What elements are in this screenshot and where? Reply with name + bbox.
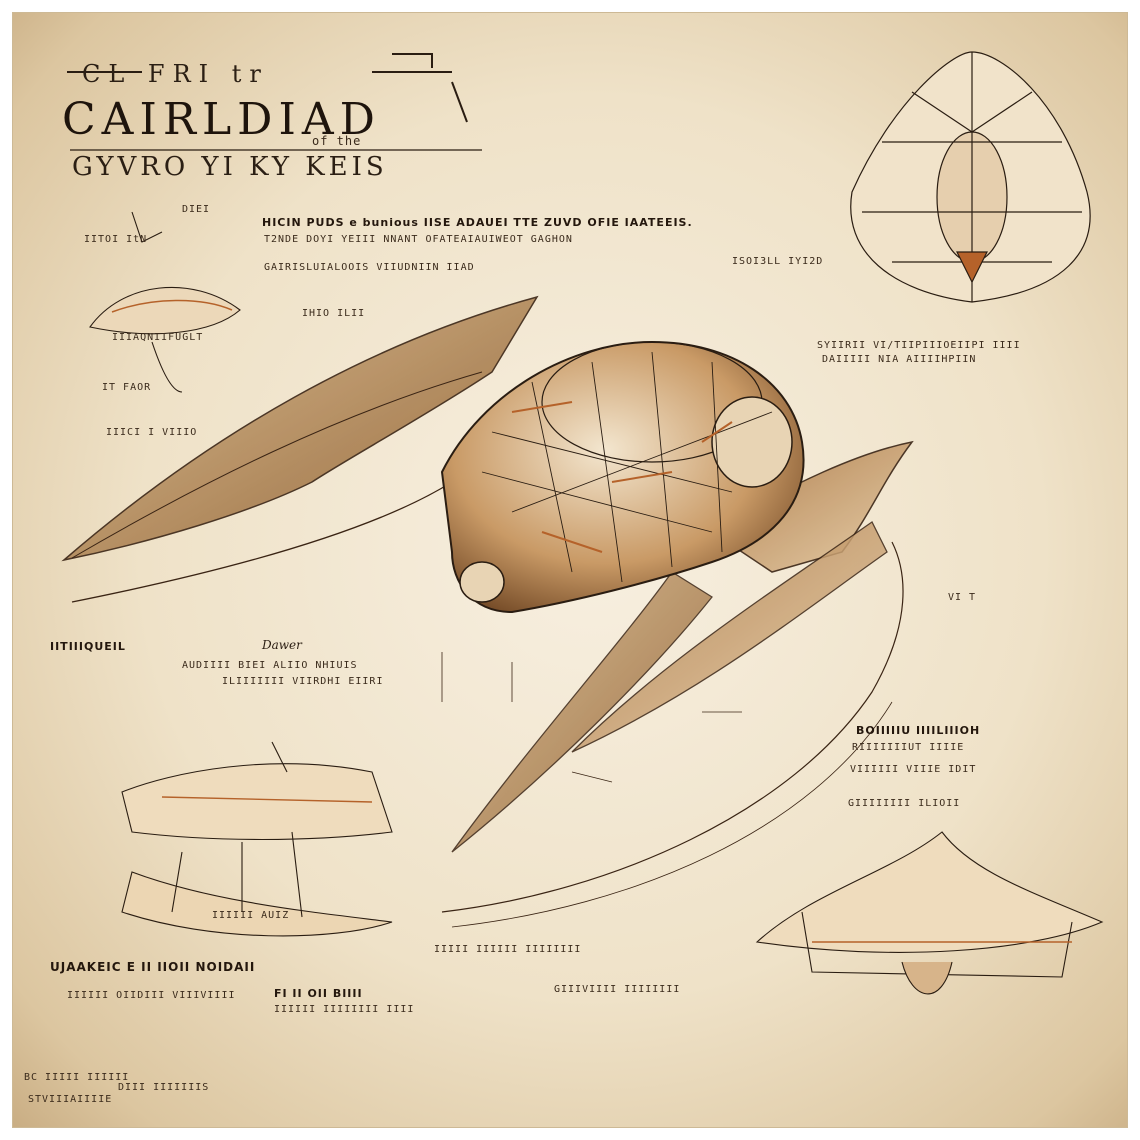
annotation-top-3: GAIRISLUIALOOIS VIIUDNIIN IIAD [264,262,475,273]
annotation-top-right-code: ISOI3LL IYI2D [732,256,824,267]
top-right-sketch [850,51,1091,303]
signature-line-1: BC IIIII IIIIII [24,1072,130,1083]
right-block-2: DAIIIII NIA AIIIIHPIIN [822,354,977,365]
label-left-1: DIEI [182,204,211,215]
label-left-3: IT FAOR [102,382,152,393]
bottom-center-1: FI II OII BIIII [274,987,363,1000]
bottom-left-line: IIIIII OIIDIII VIIIVIIII [67,990,236,1001]
bottom-left-sketch [121,741,393,937]
mid-left-heading: IITIIIQUEIL [50,640,126,653]
left-small-sketch [89,211,241,393]
annotation-top-2: T2NDE DOYI YEIII NNANT OFATEAIAUIWEOT GA… [264,234,573,245]
right-line-3: GIIIIIIII ILIOII [848,798,961,809]
bottom-left-label: IIIIII AUIZ [212,910,290,921]
label-left-6: IHIO ILII [302,308,366,319]
header-rules [67,53,482,151]
blueprint-drawing [61,51,1104,995]
poster-title: CAIRLDIAD [62,94,381,145]
right-line-2: VIIIIII VIIIE IDIT [850,764,977,775]
signature-line-2: STVIIIAIIIIE [28,1094,113,1105]
annotation-top-1: HICIN PUDS e bunious IISE ADAUEI TTE ZUV… [262,216,693,229]
label-left-2: IITOI ItN [84,234,148,245]
right-block-1: SYIIRII VI/TIIPIIIOEIIPI IIII [817,340,1021,351]
bottom-center-2: IIIIII IIIIIIII IIII [274,1004,415,1015]
bottom-right-sketch [755,831,1104,995]
bottom-mid-line: IIIII IIIIII IIIIIIII [434,944,582,955]
right-heading: BOIIIIIU IIIILIIIOH [856,724,981,737]
leader-lines [441,652,742,783]
parchment-sheet: CL FRI tr CAIRLDIAD of the GYVRO YI KY K… [12,12,1128,1128]
signature-line-3: DIII IIIIIIIS [118,1082,210,1093]
right-line-1: RIIIIIIIUT IIIIE [852,742,965,753]
main-spacecraft-sketch [61,295,914,928]
right-side-code: VI T [948,592,977,603]
label-left-4: IIICI I VIIIO [106,427,198,438]
mid-left-line-1: AUDIIII BIEI ALIIO NHIUIS [182,660,358,671]
bottom-mid-heading: GIIIVIIII IIIIIIII [554,984,681,995]
mid-left-script: Dawer [262,638,302,652]
header-top-line: CL FRI tr [82,60,269,88]
bottom-left-heading: UJAAKEIC E II IIOII NOIDAII [50,960,256,974]
poster-subtitle: GYVRO YI KY KEIS [72,152,388,182]
subtitle-prefix: of the [312,134,362,148]
label-left-5: IIIAQNIIFUGLT [112,332,204,343]
mid-left-line-2: ILIIIIIII VIIRDHI EIIRI [222,676,384,687]
